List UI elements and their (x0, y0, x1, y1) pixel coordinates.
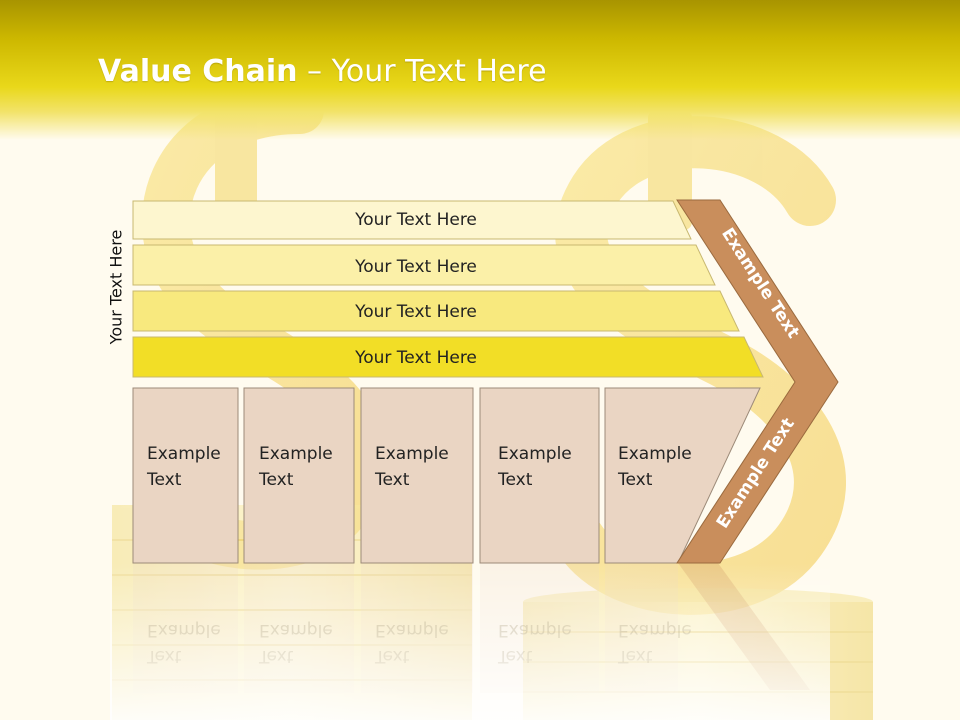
band-1[interactable] (132, 200, 692, 240)
support-bands: Your Text Here Your Text Here Your Text … (132, 200, 764, 378)
primary-columns: Example Text Example Text Example Text E… (132, 387, 761, 564)
band-2-label: Your Text Here (354, 257, 477, 277)
reflection-fade (110, 563, 830, 720)
column-1-line1: Example (147, 444, 221, 464)
column-1-line2: Text (146, 470, 182, 490)
column-4[interactable] (479, 387, 600, 564)
chevron-shape[interactable] (676, 199, 839, 564)
band-3-label: Your Text Here (354, 302, 477, 322)
title-banner (0, 0, 960, 140)
column-4-line2: Text (497, 470, 533, 490)
band-3[interactable] (132, 290, 740, 332)
column-2-line1: Example (259, 444, 333, 464)
title-bold: Value Chain (98, 54, 298, 89)
column-5-line1: Example (618, 444, 692, 464)
column-3-line2: Text (374, 470, 410, 490)
band-1-label: Your Text Here (354, 210, 477, 230)
column-4-line1: Example (498, 444, 572, 464)
band-2[interactable] (132, 244, 716, 286)
slide-title: Value Chain – Your Text Here (98, 54, 547, 89)
column-5-line2: Text (617, 470, 653, 490)
column-2-line2: Text (258, 470, 294, 490)
column-2[interactable] (243, 387, 355, 564)
band-4[interactable] (132, 336, 764, 378)
title-rest: – Your Text Here (297, 54, 547, 89)
column-3[interactable] (360, 387, 474, 564)
column-1[interactable] (132, 387, 239, 564)
column-3-line1: Example (375, 444, 449, 464)
band-4-label: Your Text Here (354, 348, 477, 368)
